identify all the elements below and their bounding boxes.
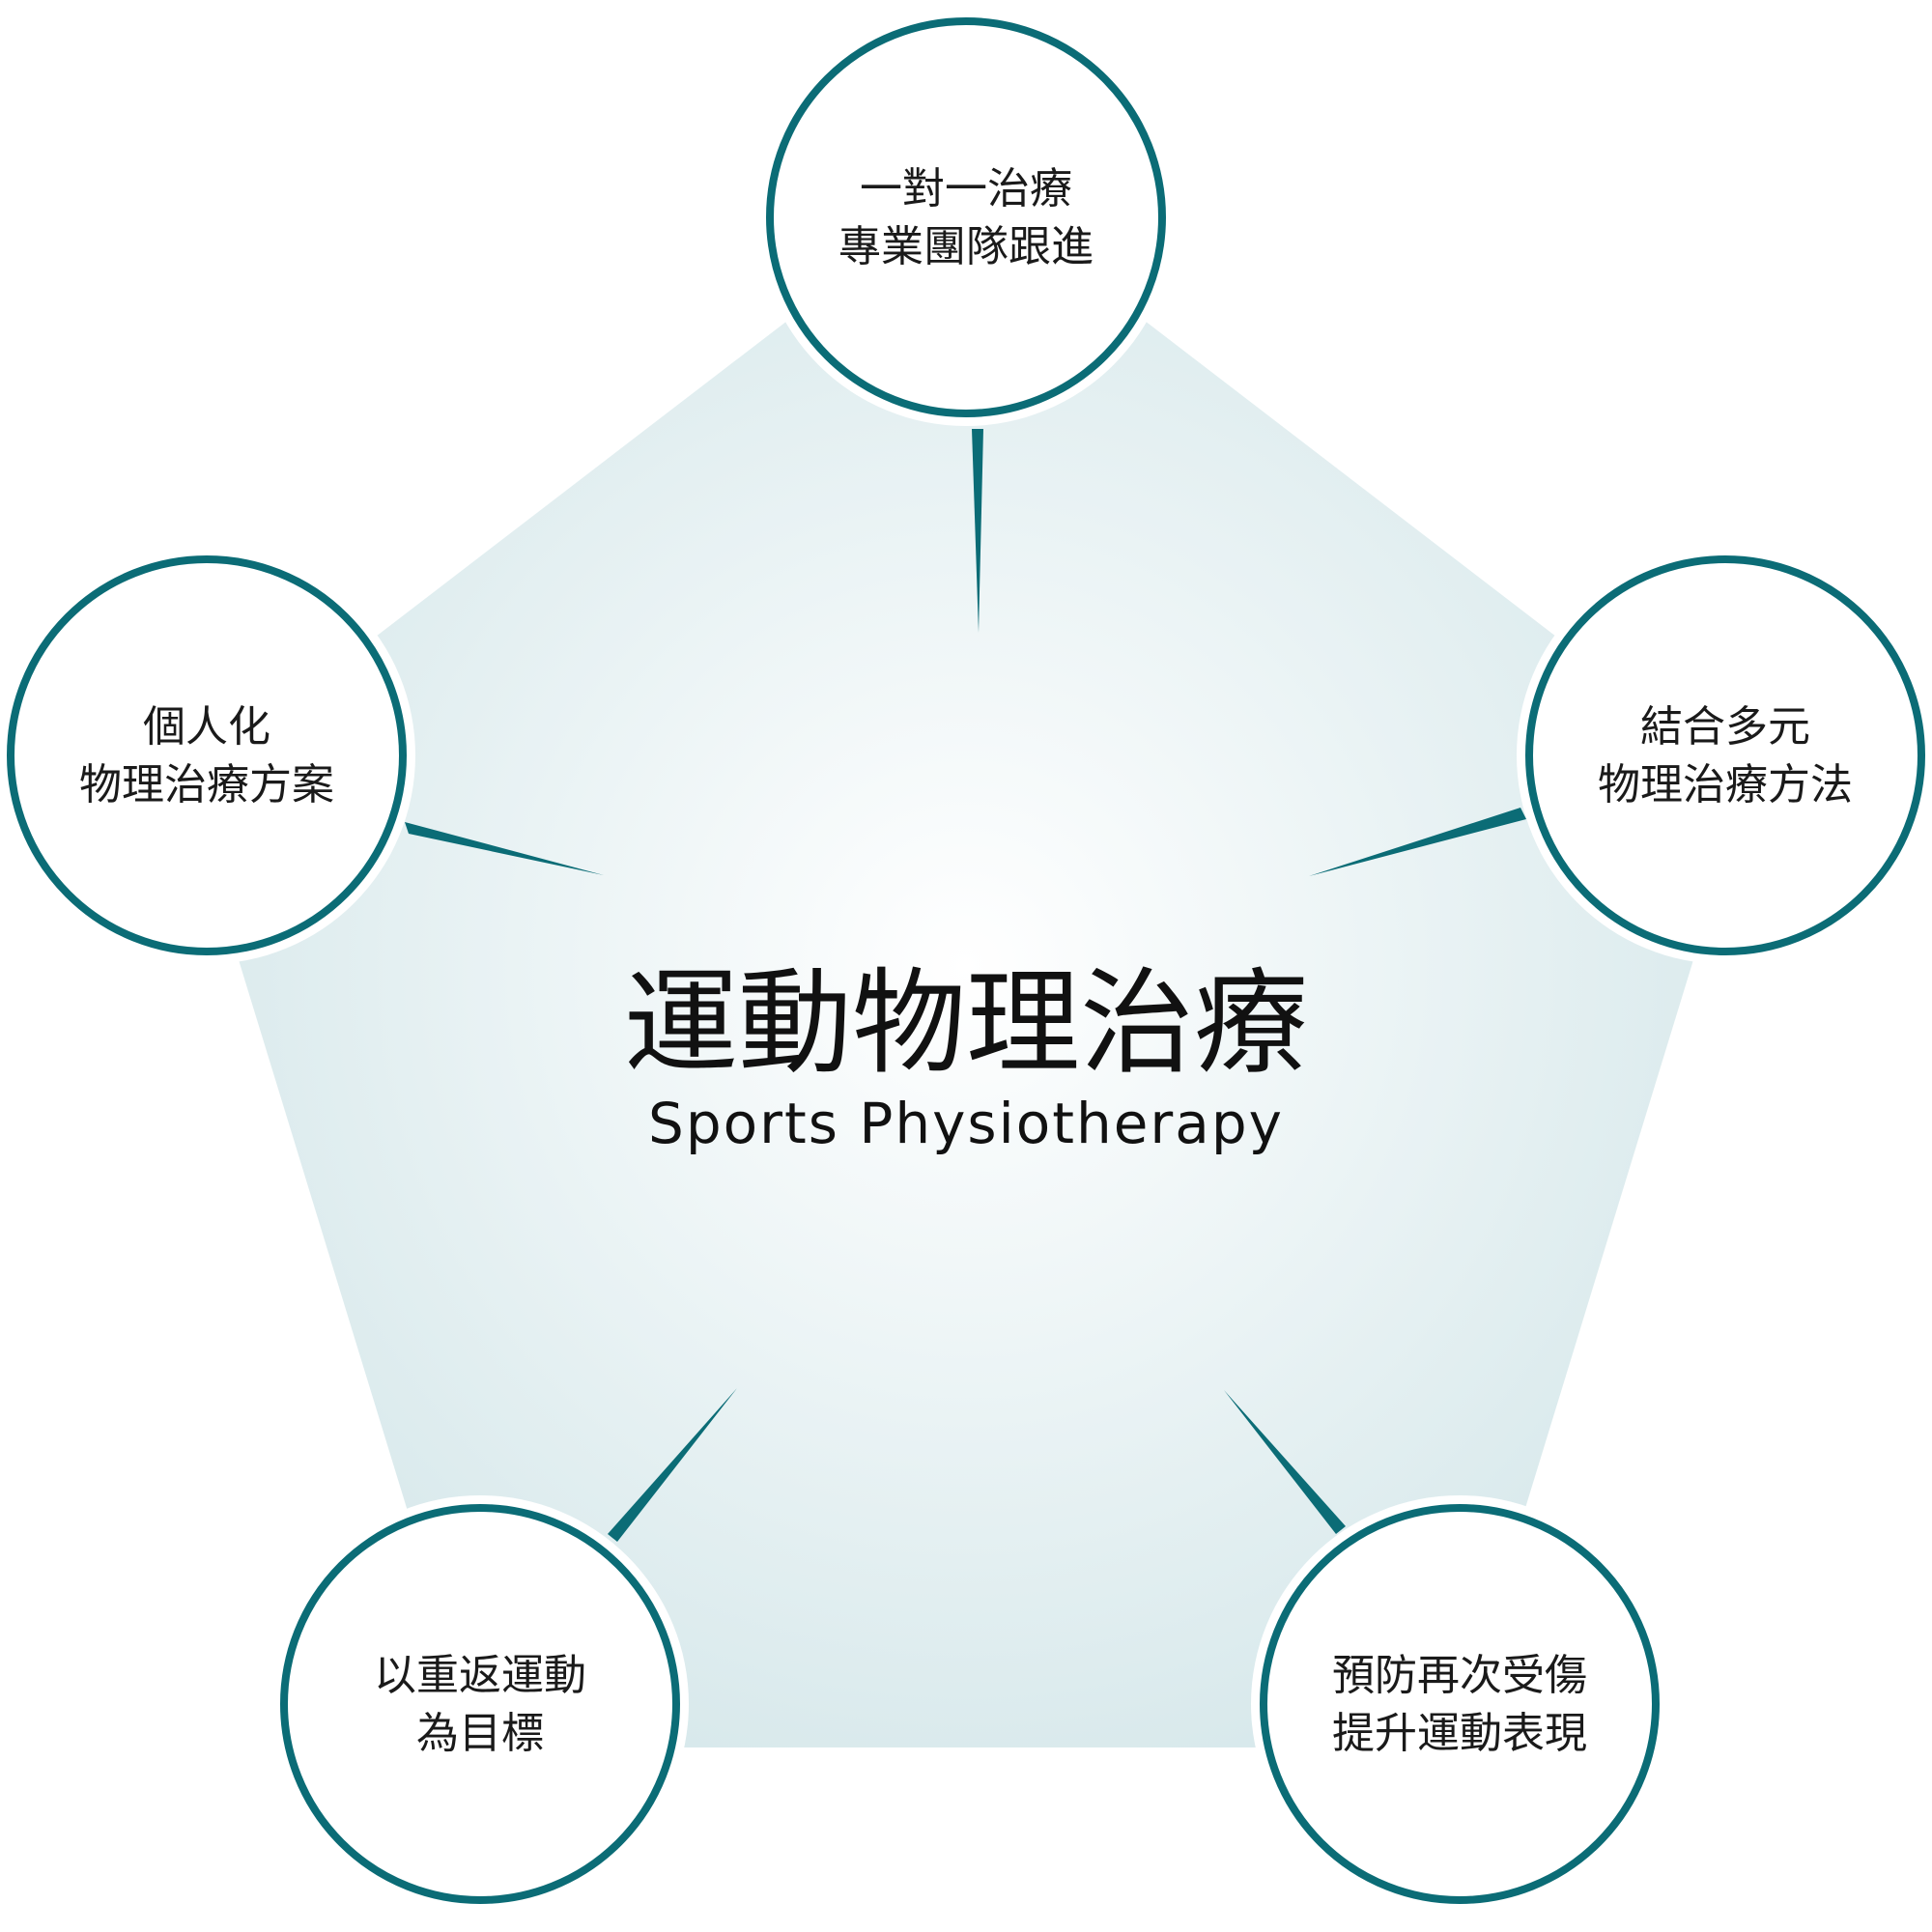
node-label-line: 個人化	[143, 702, 270, 752]
node-circle	[766, 17, 1166, 417]
center-title: 運動物理治療	[624, 956, 1308, 1090]
spoke-top	[972, 429, 983, 633]
node-circle	[7, 555, 407, 955]
node-label-line: 為目標	[416, 1709, 544, 1758]
node-circle	[1525, 555, 1925, 955]
node-circle	[1260, 1504, 1660, 1904]
node-label-line: 物理治療方法	[1598, 760, 1853, 810]
spoke-right	[1309, 808, 1526, 876]
spoke-bottom-left	[608, 1388, 737, 1542]
spoke-left	[405, 822, 604, 875]
spokes	[405, 429, 1526, 1542]
node-label-line: 結合多元	[1640, 702, 1810, 752]
node-label-line: 以重返運動	[374, 1651, 586, 1700]
spoke-bottom-right	[1224, 1390, 1346, 1534]
node-label-line: 物理治療方案	[79, 760, 334, 810]
node-label-line: 專業團隊跟進	[838, 222, 1094, 271]
center-subtitle: Sports Physiotherapy	[648, 1091, 1284, 1156]
node-circle	[280, 1504, 680, 1904]
node-label-line: 預防再次受傷	[1332, 1651, 1587, 1700]
node-label-line: 一對一治療	[860, 164, 1072, 213]
node-label-line: 提升運動表現	[1332, 1709, 1587, 1758]
pentagon-background	[185, 184, 1747, 1747]
